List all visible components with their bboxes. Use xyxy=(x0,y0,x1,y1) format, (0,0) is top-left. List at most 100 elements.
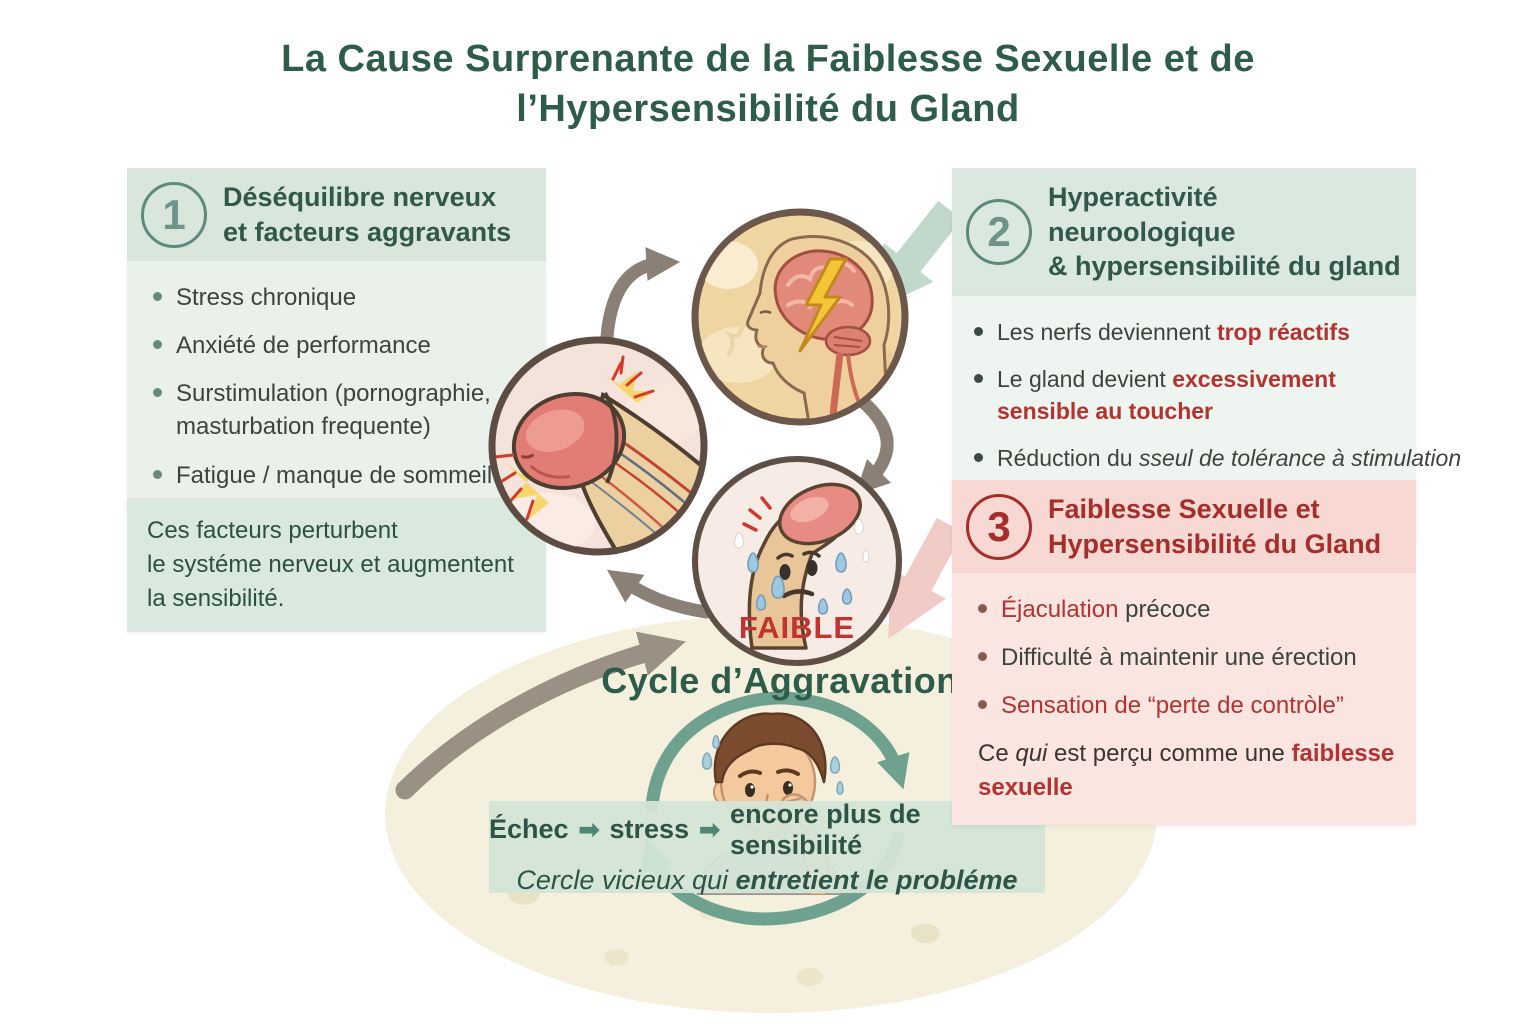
sweat-drop xyxy=(836,781,844,795)
arrow-glans-to-head xyxy=(600,247,681,344)
sweat-drop xyxy=(829,756,841,774)
step2-number-badge: 2 xyxy=(966,198,1032,265)
note-text: Ce xyxy=(978,740,1016,768)
list-item: Surstimulation (pornographie, masturbati… xyxy=(153,377,530,443)
emphasis-italic: sseul de tolérance à stimulation xyxy=(1138,445,1462,472)
step3-bullet-list: Éjaculation précoce Difficulté à mainten… xyxy=(952,573,1416,825)
bullet-text: Réduction du sseul de tolérance à stimul… xyxy=(997,442,1461,474)
glans-nerves-illustration xyxy=(488,336,708,556)
step1-header: 1 Déséquilibre nerveux et facteurs aggra… xyxy=(127,168,546,262)
eye-glint xyxy=(788,783,792,787)
list-item: Le gland devient excessivement sensible … xyxy=(974,363,1400,427)
list-item: Éjaculation précoce xyxy=(978,593,1400,626)
faible-circle: FAIBLE xyxy=(688,452,906,670)
bullet-dot-icon xyxy=(978,652,987,662)
glans xyxy=(511,391,627,491)
man-eye-right xyxy=(783,781,793,795)
bullet-dot-icon xyxy=(153,292,162,302)
bullet-dot-icon xyxy=(153,388,162,398)
arrow-right-icon: ➡ xyxy=(578,815,600,844)
faible-label: FAIBLE xyxy=(738,610,856,645)
bullet-dot-icon xyxy=(974,373,983,383)
bullet-text-plain: Le gland devient xyxy=(997,365,1173,392)
list-item: Réduction du sseul de tolérance à stimul… xyxy=(974,442,1461,474)
stress-ticks xyxy=(742,496,772,532)
bullet-text: Difficulté à maintenir une érection xyxy=(1001,644,1357,672)
glans-cap xyxy=(778,482,862,546)
sweat-drops xyxy=(747,552,853,615)
step3-note: Ce qui est perçu comme une faiblesse sex… xyxy=(978,737,1400,804)
list-item: Difficulté à maintenir une érection xyxy=(978,641,1400,674)
step3-header: 3 Faiblesse Sexuelle et Hypersensibilité… xyxy=(952,480,1416,574)
bullet-text: Fatigue / manque de sommeil xyxy=(176,461,493,489)
bullet-text-plain: Réduction du xyxy=(997,445,1139,472)
arrow-right-icon: ➡ xyxy=(699,815,721,844)
list-item: Stress chronique xyxy=(153,281,530,314)
bullet-dot-icon xyxy=(974,453,983,463)
step3-panel: 3 Faiblesse Sexuelle et Hypersensibilité… xyxy=(952,480,1416,825)
sweat-drop xyxy=(712,735,720,749)
step3-number-badge: 3 xyxy=(966,493,1032,560)
corona-ridge xyxy=(603,391,619,484)
emphasis-red: Éjaculation xyxy=(1001,596,1119,624)
step1-footnote: Ces facteurs perturbent le systéme nerve… xyxy=(127,498,546,633)
bullet-text-plain: précoce xyxy=(1118,596,1211,624)
lightning-bolt-icon xyxy=(798,257,848,353)
note-italic: qui xyxy=(1015,740,1048,768)
step3-heading-line1: Faiblesse Sexuelle et xyxy=(1048,494,1320,524)
step3-heading-line2: Hypersensibilité du Gland xyxy=(1048,528,1382,559)
note-text: est perçu comme une xyxy=(1047,740,1292,768)
man-eye-left xyxy=(745,783,755,797)
bullet-dot-icon xyxy=(153,340,162,350)
brain-head-illustration xyxy=(691,208,909,426)
bullet-text: Les nerfs deviennent trop réactifs xyxy=(997,316,1350,348)
bullet-text: Anxiété de performance xyxy=(176,332,431,360)
emphasis-red: excessivement sensible au toucher xyxy=(997,365,1336,425)
cycle-step-echec: Échec xyxy=(489,814,569,844)
list-item: Fatigue / manque de sommeil xyxy=(153,459,530,492)
bullet-text: Sensation de “perte de contròle” xyxy=(1001,692,1344,720)
emphasis-red: faiblesse sexuelle xyxy=(978,740,1395,802)
sad-eye xyxy=(806,560,818,576)
bullet-text: Le gland devient excessivement sensible … xyxy=(997,363,1400,427)
step2-heading-line1: Hyperactivité neuroologique xyxy=(1048,182,1236,247)
step2-heading: Hyperactivité neuroologique & hypersensi… xyxy=(1048,180,1402,284)
step1-panel: 1 Déséquilibre nerveux et facteurs aggra… xyxy=(127,168,546,512)
worried-brows xyxy=(776,550,821,560)
emphasis-red: trop réactifs xyxy=(1216,318,1350,345)
bullet-text-plain: Les nerfs deviennent xyxy=(997,318,1217,345)
step1-heading-line2: et facteurs aggravants xyxy=(223,216,512,247)
list-item: Anxiété de performance xyxy=(153,329,530,362)
step1-bullet-list: Stress chronique Anxiété de performance … xyxy=(127,261,546,512)
bullet-dot-icon xyxy=(153,469,162,479)
page-title: La Cause Surprenante de la Faiblesse Sex… xyxy=(0,34,1536,134)
page-title-line-2: l’Hypersensibilité du Gland xyxy=(516,88,1020,131)
page-title-line-1: La Cause Surprenante de la Faiblesse Sex… xyxy=(281,38,1255,80)
step1-heading-line1: Déséquilibre nerveux xyxy=(223,182,497,212)
bullet-text: Éjaculation précoce xyxy=(1001,593,1210,626)
step1-number-badge: 1 xyxy=(141,181,207,248)
brainstem xyxy=(828,352,844,419)
list-item: Les nerfs deviennent trop réactifs xyxy=(974,316,1400,348)
cerebellum xyxy=(824,325,872,357)
cycle-caption: Cercle vicieux qui entretient le problém… xyxy=(516,865,1017,896)
step2-header: 2 Hyperactivité neuroologique & hypersen… xyxy=(952,168,1416,296)
sad-penis-illustration xyxy=(692,456,902,666)
bullet-dot-icon xyxy=(978,604,987,614)
cycle-caption-bold: entretient le probléme xyxy=(735,864,1018,895)
frown-mouth xyxy=(781,589,815,599)
cycle-caption-pre: Cercle vicieux qui xyxy=(516,864,736,895)
step3-heading: Faiblesse Sexuelle et Hypersensibilité d… xyxy=(1048,492,1381,561)
splash-drops xyxy=(734,518,870,563)
bullet-text: Surstimulation (pornographie, masturbati… xyxy=(176,380,491,441)
eye-glint xyxy=(750,785,754,789)
sweat-drop xyxy=(701,752,713,770)
bullet-text: Stress chronique xyxy=(176,284,357,312)
step1-heading: Déséquilibre nerveux et facteurs aggrava… xyxy=(223,180,511,249)
arrow-step3-feed xyxy=(888,517,964,640)
bullet-dot-icon xyxy=(978,700,987,710)
sad-eye xyxy=(779,564,791,580)
step2-heading-line2: & hypersensibilité du gland xyxy=(1048,251,1401,282)
bullet-dot-icon xyxy=(974,326,983,336)
